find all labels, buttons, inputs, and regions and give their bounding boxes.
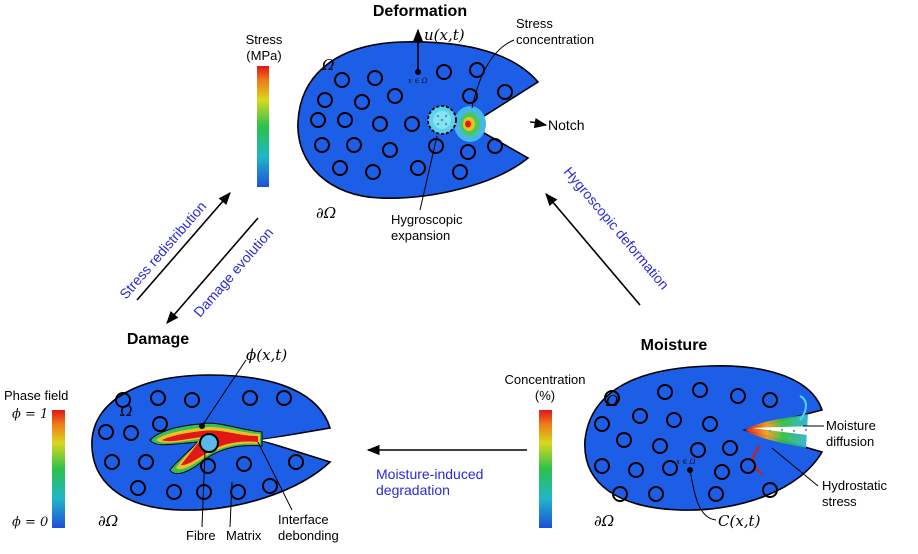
moisture-title: Moisture (641, 337, 708, 354)
notch-label: Notch (548, 117, 585, 133)
moisture-omega: Ω (605, 392, 618, 410)
stress-concentration-leader (471, 39, 515, 109)
phase-field-leader (201, 359, 247, 427)
hygroscopic-leader (419, 135, 438, 211)
debonded-fibre (199, 433, 219, 453)
damage-notch (260, 430, 330, 458)
hygroscopic-deformation-label: Hygroscopic deformation (561, 164, 673, 293)
hygroscopic-label-1: Hygroscopic (391, 212, 463, 227)
notch-interior (752, 426, 815, 436)
diffusion-label-1: Moisture (826, 418, 876, 433)
stress-concentration-contour (454, 106, 486, 142)
deformation-point (415, 69, 421, 75)
damage-evolution-label: Damage evolution (190, 224, 276, 320)
phase-bar-bottom: ϕ = 0 (12, 515, 48, 530)
matrix-label: Matrix (226, 528, 262, 543)
notch-wedge (470, 110, 538, 140)
notch-arrow (529, 118, 548, 129)
deformation-boundary: ∂Ω (316, 204, 336, 222)
deformation-fibres (310, 62, 513, 180)
stress-colorbar: Stress (MPa) (246, 32, 283, 187)
deformation-title: Deformation (373, 3, 467, 20)
deformation-panel: Deformation (297, 3, 594, 243)
fibre-label: Fibre (186, 528, 216, 543)
concentration-bar-label-2: (%) (535, 388, 555, 403)
hygroscopic-label-2: expansion (391, 228, 450, 243)
concentration-bar-label-1: Concentration (505, 372, 586, 387)
degradation-label-2: degradation (376, 482, 450, 498)
diffusion-contour (799, 395, 807, 421)
hydrostatic-leader (771, 447, 819, 487)
matrix-leader (229, 481, 233, 528)
expanding-fibre (427, 105, 457, 135)
interface-label-1: Interface (278, 512, 329, 527)
stress-bar-label-1: Stress (246, 32, 283, 47)
damage-evolution-arrow (166, 217, 259, 324)
stress-redistribution-arrow (136, 192, 231, 301)
concentration-leader (689, 469, 717, 521)
stress-bar-gradient (257, 66, 269, 187)
phase-colorbar: Phase field ϕ = 1 ϕ = 0 (4, 388, 68, 530)
deformation-omega: Ω (321, 56, 334, 74)
phase-bar-gradient (52, 410, 65, 528)
moisture-fibres (594, 382, 778, 502)
damage-title: Damage (127, 331, 189, 348)
damage-fibres (98, 390, 304, 500)
moisture-point-label: x ∈ Ω (676, 458, 696, 466)
stress-redistribution-label: Stress redistribution (116, 198, 209, 302)
diffusion-dots (768, 428, 808, 440)
phase-bar-top: ϕ = 1 (12, 407, 48, 422)
interface-label-2: debonding (278, 528, 339, 543)
fibre-leader (201, 451, 206, 528)
hygroscopic-deformation-arrow (545, 193, 641, 306)
stress-concentration-label-2: concentration (516, 32, 594, 47)
phase-bar-label: Phase field (4, 388, 68, 403)
hydrostatic-label-1: Hydrostatic (822, 478, 888, 493)
damage-panel: Damage (91, 331, 339, 543)
damage-boundary: ∂Ω (98, 512, 118, 530)
moisture-panel: Moisture (584, 337, 888, 530)
concentration-bar-gradient (539, 410, 552, 528)
phase-field-label: ϕ(x,t) (246, 346, 287, 364)
displacement-label: u(x,t) (424, 26, 465, 44)
interface-leader (257, 441, 293, 511)
concentration-label: C(x,t) (718, 512, 761, 530)
damage-omega: Ω (119, 402, 132, 420)
diffusion-label-2: diffusion (826, 434, 874, 449)
hydrostatic-label-2: stress (822, 494, 857, 509)
concentration-colorbar: Concentration (%) (505, 372, 586, 528)
deformation-point-label: x ∈ Ω (408, 77, 428, 85)
stress-concentration-label-1: Stress (516, 16, 553, 31)
moisture-boundary: ∂Ω (594, 512, 614, 530)
degradation-label-1: Moisture-induced (376, 466, 483, 482)
stress-bar-label-2: (MPa) (246, 48, 281, 63)
